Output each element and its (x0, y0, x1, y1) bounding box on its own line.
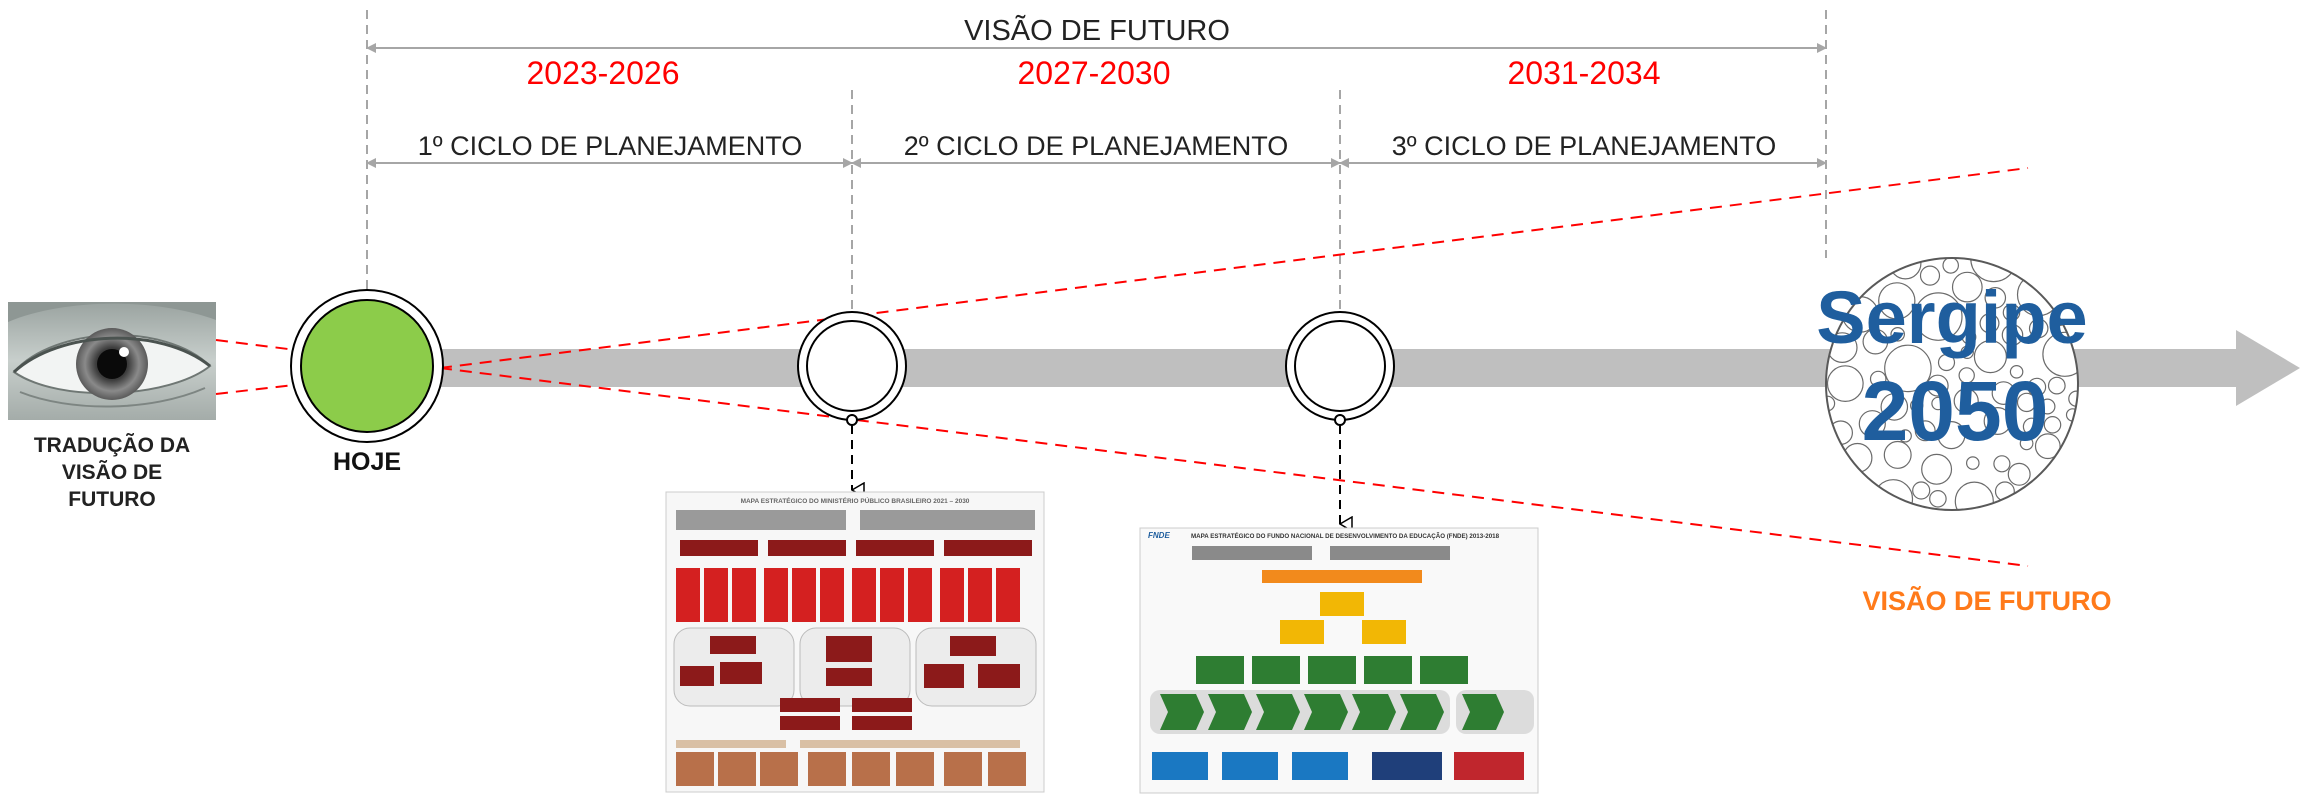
bubble (2039, 398, 2056, 415)
cycle-1-label: 1º CICLO DE PLANEJAMENTO (418, 131, 802, 161)
bubble (1953, 388, 1979, 414)
cycle-2-connector (1334, 414, 1345, 524)
bubble (1883, 440, 1912, 469)
bubble (1954, 481, 1994, 510)
bubble (1919, 265, 1941, 286)
bubble (2016, 392, 2037, 413)
bubble (2043, 415, 2062, 434)
today-label: HOJE (333, 448, 401, 476)
bubble (2022, 417, 2041, 436)
bubble (1961, 329, 1977, 345)
cycle-2-years: 2027-2030 (1017, 55, 1170, 91)
cycle-3-label: 3º CICLO DE PLANEJAMENTO (1392, 131, 1776, 161)
bubble (1880, 393, 1909, 421)
eye-caption-line-1: TRADUÇÃO DA (34, 434, 190, 457)
bubble (2002, 303, 2021, 322)
today-milestone (290, 289, 444, 443)
target-caption: VISÃO DE FUTURO (1862, 585, 2111, 616)
bubble (1898, 429, 1912, 443)
eye-icon (8, 302, 216, 420)
bubble (2034, 433, 2061, 460)
bubble (1970, 258, 2017, 283)
bubble (1878, 282, 1916, 320)
cycle-1-connector (846, 414, 857, 490)
bubble (1937, 421, 1966, 450)
vision-span-title: VISÃO DE FUTURO (964, 13, 1230, 47)
bubble (2027, 377, 2047, 397)
bubble (1937, 353, 1956, 372)
bubble (1942, 258, 1959, 274)
bubble (1960, 345, 1974, 359)
thumbnail-1-title: MAPA ESTRATÉGICO DO MINISTÉRIO PÚBLICO B… (741, 496, 970, 505)
bubble (1984, 286, 2007, 309)
bubble (1914, 292, 1963, 341)
timeline-arrowhead (2236, 330, 2300, 406)
bubble (1966, 456, 1980, 470)
thumbnail-2-logo: FNDE (1148, 531, 1170, 540)
bubble (1826, 365, 1864, 403)
target-title-line-1: Sergipe (1816, 276, 2087, 359)
bubble (1993, 455, 2011, 473)
bubble (2007, 462, 2031, 486)
bubble (1909, 398, 1924, 413)
bubble (1991, 381, 2016, 406)
bubble (1921, 453, 1953, 485)
bubble (2001, 324, 2024, 346)
strategic-map-thumbnail-1: MAPA ESTRATÉGICO DO MINISTÉRIO PÚBLICO B… (665, 491, 1045, 793)
cycle-3-years: 2031-2034 (1507, 55, 1660, 91)
bubble (1979, 313, 2000, 334)
eye-caption-line-3: FUTURO (68, 488, 156, 511)
bubble (1890, 326, 1905, 342)
cycle-1-years: 2023-2026 (526, 55, 679, 91)
bubble (1973, 340, 2008, 374)
thumbnail-2-title: MAPA ESTRATÉGICO DO FUNDO NACIONAL DE DE… (1191, 532, 1500, 540)
bubble (1873, 479, 1914, 510)
bubble (2009, 364, 2024, 379)
eye-caption-line-2: VISÃO DE (62, 461, 162, 484)
bubble (1958, 367, 1975, 384)
bubble (1929, 489, 1947, 508)
cycle-1-milestone (797, 311, 907, 421)
bubble (2019, 436, 2034, 451)
bubble (1931, 396, 1945, 411)
bubble (1983, 407, 2012, 436)
bubble (1884, 344, 1932, 393)
bubble (1914, 420, 1936, 442)
bubble (1912, 481, 1931, 500)
bubble (1862, 328, 1889, 355)
bubble (1858, 410, 1886, 438)
bubble (1951, 271, 1983, 303)
bubble (1926, 374, 1949, 397)
bubble (2047, 376, 2066, 395)
target-title-line-2: 2050 (1862, 364, 2049, 458)
cycle-2-label: 2º CICLO DE PLANEJAMENTO (904, 131, 1288, 161)
bubble (2028, 318, 2049, 339)
bubble (1869, 370, 1887, 388)
strategic-map-thumbnail-2: FNDE MAPA ESTRATÉGICO DO FUNDO NACIONAL … (1139, 527, 1539, 794)
cycle-2-milestone (1285, 311, 1395, 421)
